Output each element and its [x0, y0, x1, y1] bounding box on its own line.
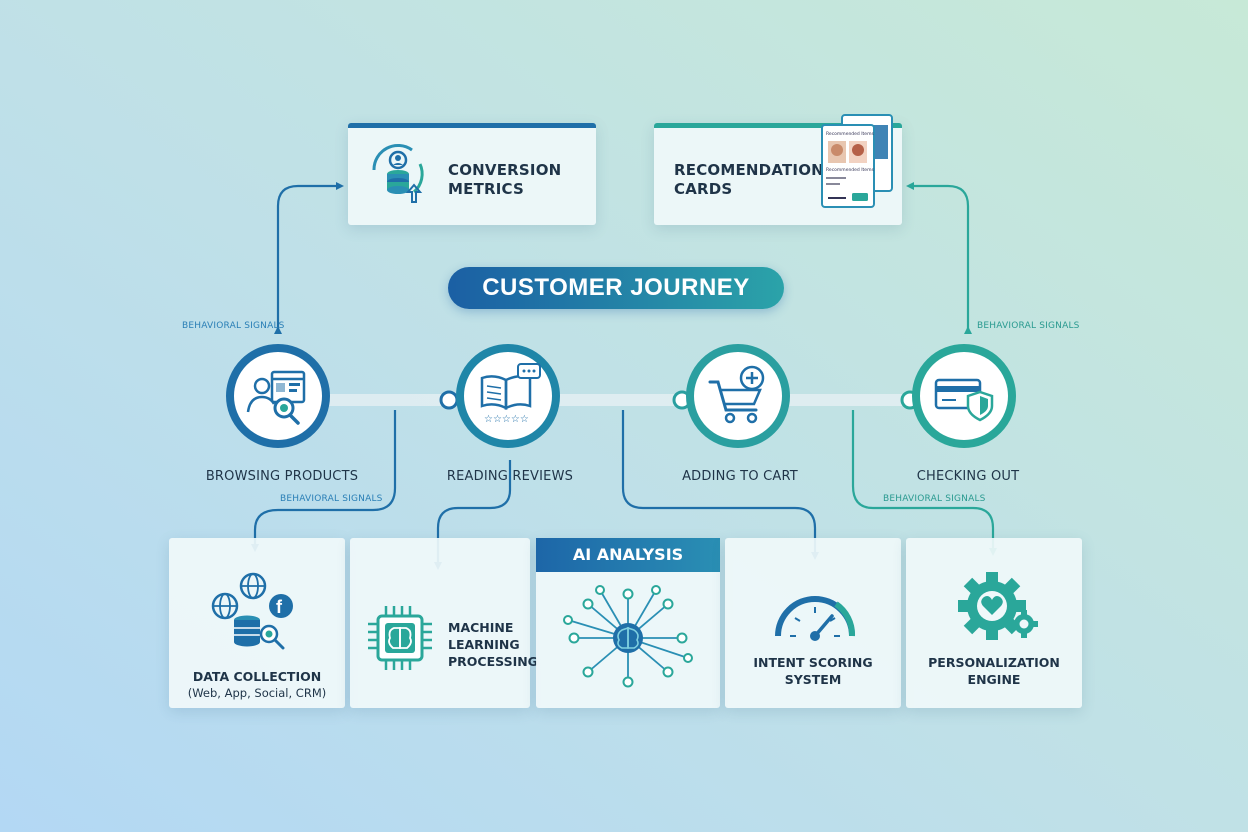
mini-card-title: Recommended Items — [826, 131, 874, 137]
intent-label-1: INTENT SCORING — [753, 655, 873, 670]
wire-to-data-collection — [251, 410, 397, 552]
intent-label-2: SYSTEM — [784, 672, 842, 687]
globe-database-icon: f — [211, 572, 293, 650]
wire-to-ml — [434, 460, 512, 570]
customer-journey-title: CUSTOMER JOURNEY — [448, 267, 784, 309]
personalization-card: PERSONALIZATION ENGINE — [906, 538, 1082, 708]
ml-label-2: LEARNING — [448, 637, 520, 652]
stage-label-checkout: CHECKING OUT — [916, 469, 1020, 484]
browse-search-icon — [246, 370, 306, 425]
card-shield-icon — [934, 378, 994, 422]
stage-adding-to-cart — [686, 344, 790, 448]
conversion-label-1: CONVERSION — [448, 161, 562, 179]
data-collection-sub: (Web, App, Social, CRM) — [187, 686, 327, 700]
ml-label-1: MACHINE — [448, 620, 514, 635]
wire-browse-conversion — [274, 182, 344, 334]
band-node-1 — [439, 390, 459, 410]
stage-label-cart: ADDING TO CART — [682, 469, 798, 484]
data-collection-card: f DATA COLLECTION (Web, App, Social, CRM… — [169, 538, 345, 708]
mini-card-caption: Recommended Items — [826, 167, 874, 173]
gear-heart-icon — [958, 572, 1038, 640]
ai-analysis-header: AI ANALYSIS — [536, 538, 720, 572]
wire-to-personalization — [851, 410, 997, 556]
journey-band — [300, 394, 920, 406]
signal-label-right-top: BEHAVIORAL SIGNALS — [977, 321, 1080, 331]
data-collection-label: DATA COLLECTION — [192, 669, 322, 684]
recommendation-label-2: CARDS — [674, 180, 733, 198]
recommendation-label-1: RECOMENDATION — [674, 161, 824, 179]
brain-chip-icon — [368, 606, 432, 670]
personalization-label-2: ENGINE — [967, 672, 1021, 687]
stage-label-browsing: BROWSING PRODUCTS — [205, 469, 359, 484]
stage-browsing-products — [226, 344, 330, 448]
signal-label-left-top: BEHAVIORAL SIGNALS — [182, 321, 285, 331]
ml-label-3: PROCESSING — [448, 654, 538, 669]
book-reviews-icon: ☆☆☆☆☆ — [480, 363, 541, 425]
conversion-metrics-card: CONVERSION METRICS — [348, 123, 596, 225]
svg-text:☆☆☆☆☆: ☆☆☆☆☆ — [484, 414, 529, 425]
cart-add-icon — [708, 365, 765, 424]
conversion-label-2: METRICS — [448, 180, 525, 198]
neural-network-icon — [563, 585, 693, 688]
stage-label-reviews: READING REVIEWS — [446, 469, 574, 484]
ai-analysis-card: AI ANALYSIS — [536, 538, 720, 708]
gauge-icon — [775, 596, 856, 641]
database-growth-icon — [372, 143, 424, 203]
product-cards-icon: Recommended Items Recommended Items — [821, 114, 893, 208]
machine-learning-card: MACHINE LEARNING PROCESSING — [350, 538, 538, 708]
stage-checking-out — [912, 344, 1016, 448]
signal-label-left-bottom: BEHAVIORAL SIGNALS — [280, 494, 383, 504]
intent-scoring-card: INTENT SCORING SYSTEM — [725, 538, 901, 708]
wire-checkout-recommendation — [906, 182, 972, 334]
wire-to-intent — [621, 410, 819, 560]
personalization-label-1: PERSONALIZATION — [928, 655, 1060, 670]
signal-label-right-bottom: BEHAVIORAL SIGNALS — [883, 494, 986, 504]
stage-reading-reviews: ☆☆☆☆☆ — [456, 344, 560, 448]
svg-text:f: f — [276, 597, 283, 617]
